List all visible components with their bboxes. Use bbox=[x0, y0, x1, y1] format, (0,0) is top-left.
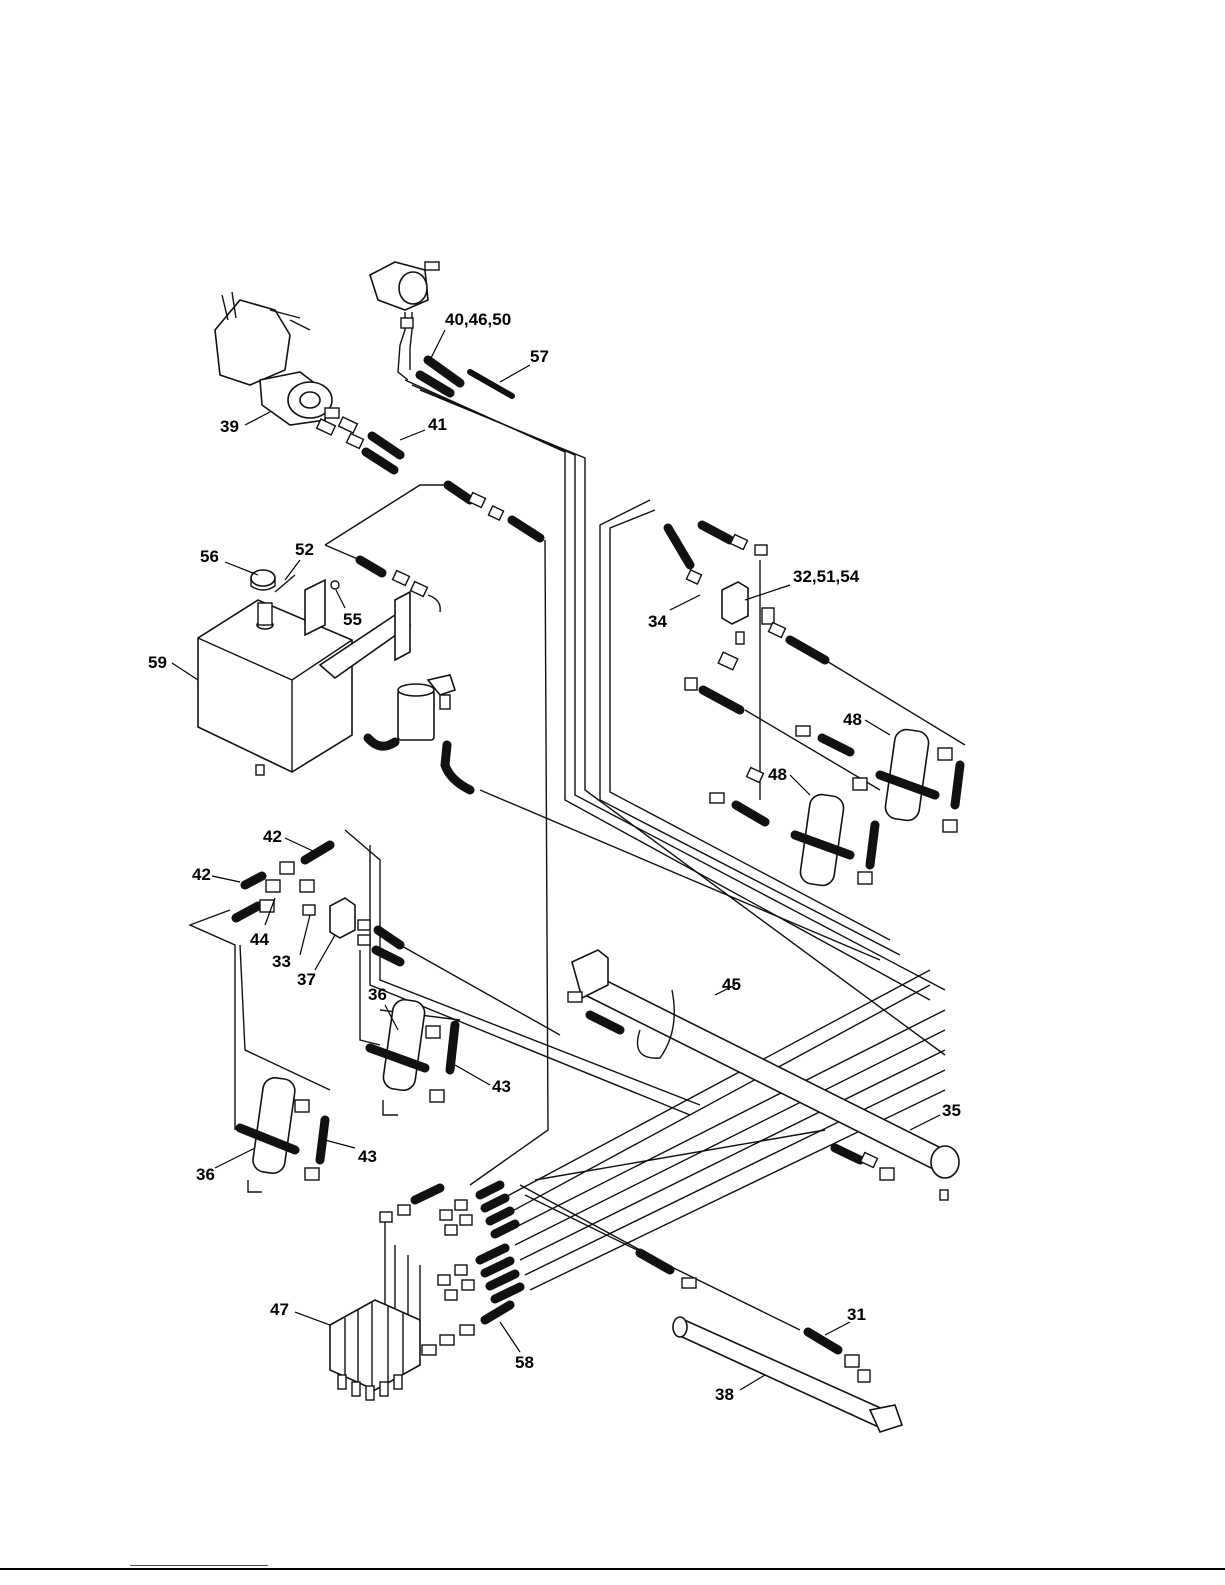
callout-45: 45 bbox=[722, 975, 741, 994]
callout-58: 58 bbox=[515, 1353, 534, 1372]
callout-labels: 31 32,51,54 33 34 35 36 36 37 38 39 40,4… bbox=[148, 310, 961, 1404]
cylinder-38 bbox=[640, 1253, 902, 1432]
callout-36-lower: 36 bbox=[196, 1165, 215, 1184]
callout-39: 39 bbox=[220, 417, 239, 436]
callout-56: 56 bbox=[200, 547, 219, 566]
callout-40-46-50: 40,46,50 bbox=[445, 310, 511, 329]
hydraulic-oil-tank bbox=[198, 570, 470, 790]
hydraulic-pump-assembly bbox=[215, 292, 339, 425]
callout-43-lower: 43 bbox=[358, 1147, 377, 1166]
callout-43-upper: 43 bbox=[492, 1077, 511, 1096]
callout-35: 35 bbox=[942, 1101, 961, 1120]
pump-hose-set bbox=[317, 417, 540, 538]
callout-34: 34 bbox=[648, 612, 667, 631]
hydraulic-motor-assembly bbox=[370, 262, 512, 396]
callout-59: 59 bbox=[148, 653, 167, 672]
callout-32-51-54: 32,51,54 bbox=[793, 567, 860, 586]
callout-44: 44 bbox=[250, 930, 269, 949]
callout-41: 41 bbox=[428, 415, 447, 434]
callout-55: 55 bbox=[343, 610, 362, 629]
callout-37: 37 bbox=[297, 970, 316, 989]
left-cylinder-lower bbox=[240, 1076, 325, 1192]
control-valve-bank bbox=[330, 1185, 520, 1400]
callout-47: 47 bbox=[270, 1300, 289, 1319]
callout-48-upper: 48 bbox=[843, 710, 862, 729]
footer-link-underline bbox=[130, 1565, 268, 1566]
callout-36-upper: 36 bbox=[368, 985, 387, 1004]
callout-42-upper: 42 bbox=[263, 827, 282, 846]
left-cylinder-upper bbox=[370, 998, 455, 1115]
tank-return-line bbox=[325, 485, 448, 612]
page-footer-rule bbox=[0, 1568, 1225, 1570]
callout-48-lower: 48 bbox=[768, 765, 787, 784]
callout-31: 31 bbox=[847, 1305, 866, 1324]
long-cylinder-35 bbox=[568, 950, 959, 1200]
callout-33: 33 bbox=[272, 952, 291, 971]
callout-52: 52 bbox=[295, 540, 314, 559]
callout-57: 57 bbox=[530, 347, 549, 366]
callout-38: 38 bbox=[715, 1385, 734, 1404]
callout-42-lower: 42 bbox=[192, 865, 211, 884]
